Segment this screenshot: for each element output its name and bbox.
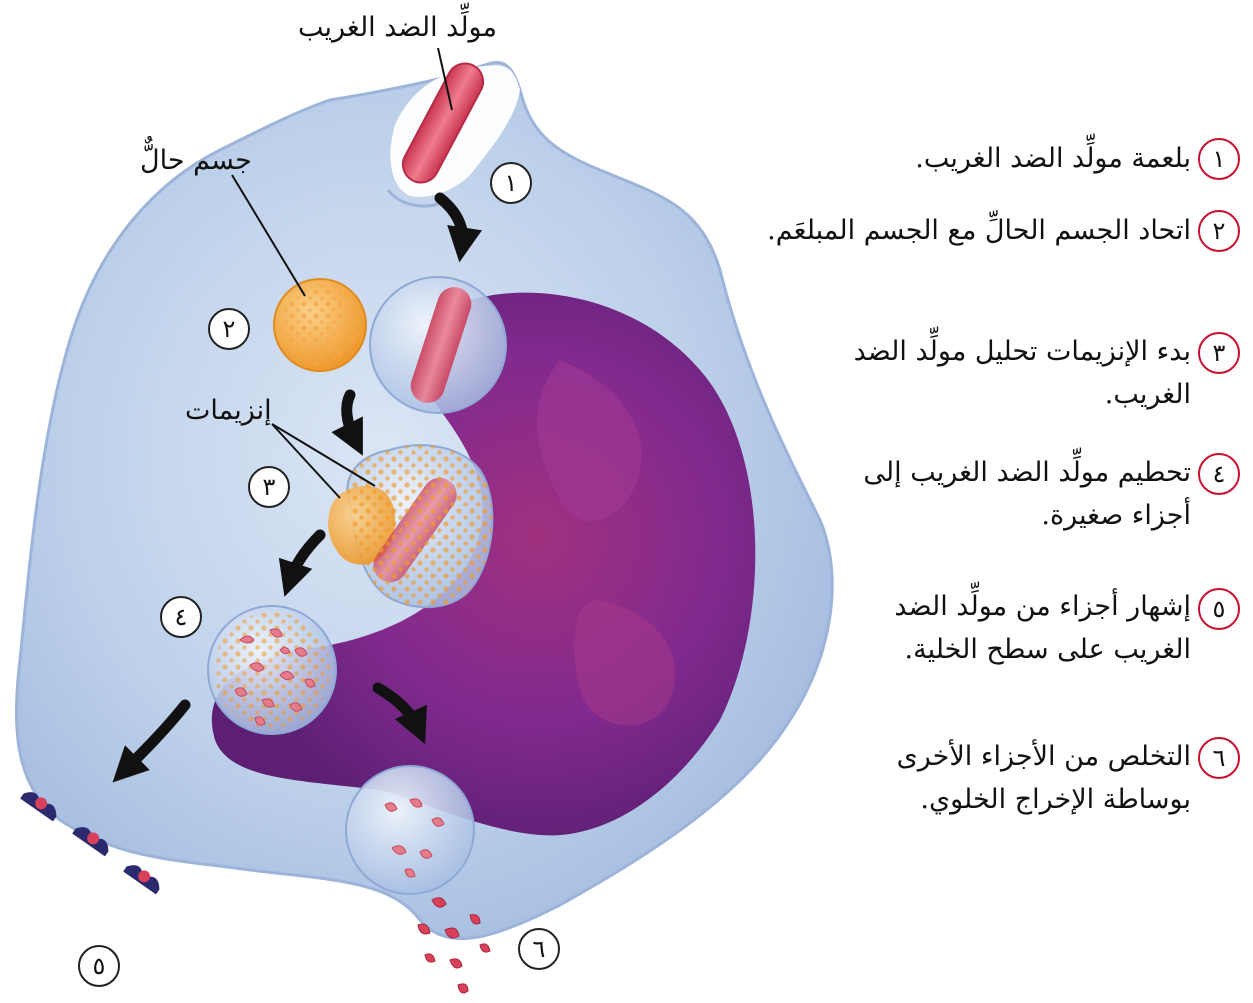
digesting-vesicle [208, 606, 336, 734]
exocytosis-vesicle [346, 766, 474, 894]
step-text-5: إشهار أجزاء من مولِّد الضد الغريب على سط… [894, 585, 1191, 671]
lysosome [274, 279, 366, 371]
step-text-2: اتحاد الجسم الحالِّ مع الجسم المبلعَم. [767, 209, 1191, 252]
label-enzymes: إنزيمات [185, 395, 272, 427]
step-number-1: ١ [1198, 138, 1240, 180]
step-number-3: ٣ [1198, 332, 1240, 374]
step-text-1: بلعمة مولِّد الضد الغريب. [915, 137, 1191, 180]
step-number-2: ٢ [1198, 210, 1240, 252]
step-text-6: التخلص من الأجزاء الأخرى بوساطة الإخراج … [897, 735, 1191, 821]
step-number-6: ٦ [1198, 737, 1240, 779]
diagram-number-1: ١ [490, 162, 532, 204]
diagram-number-3: ٣ [248, 466, 290, 508]
step-number-5: ٥ [1198, 588, 1240, 630]
label-antigen: مولِّد الضد الغريب [298, 12, 497, 44]
diagram-number-4: ٤ [160, 596, 202, 638]
diagram-number-2: ٢ [208, 308, 250, 350]
diagram-number-5: ٥ [78, 945, 120, 987]
diagram-number-6: ٦ [518, 928, 560, 970]
phagosome [370, 277, 506, 413]
step-text-3: بدء الإنزيمات تحليل مولِّد الضد الغريب. [854, 330, 1191, 416]
step-number-4: ٤ [1198, 453, 1240, 495]
step-text-4: تحطيم مولِّد الضد الغريب إلى أجزاء صغيرة… [863, 451, 1191, 537]
label-lysosome: جسم حالٌّ [140, 145, 252, 177]
